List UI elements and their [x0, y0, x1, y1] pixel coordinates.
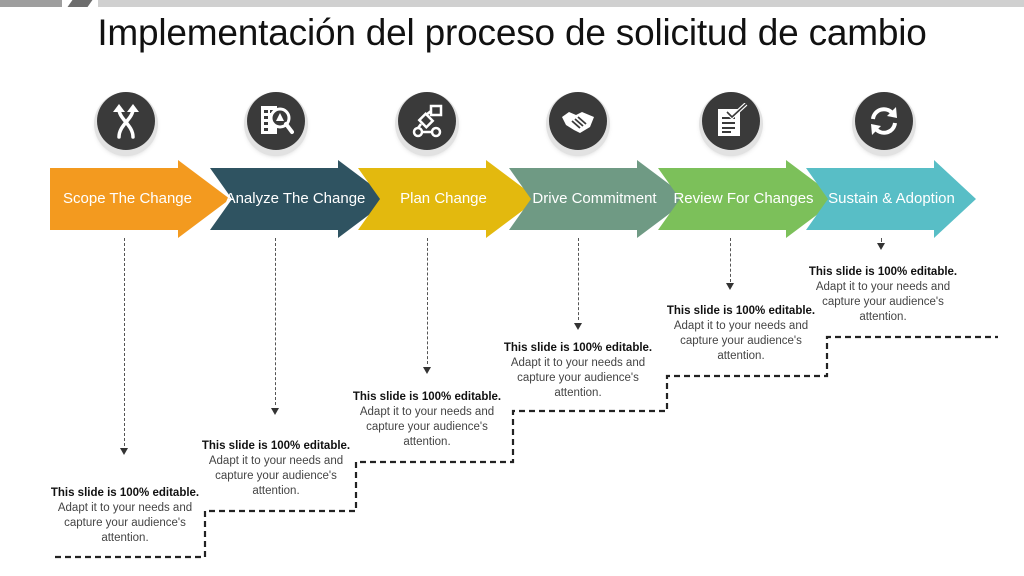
step-description: This slide is 100% editable. Adapt it to… — [666, 305, 816, 362]
step-description: This slide is 100% editable. Adapt it to… — [50, 487, 200, 544]
connector-line — [881, 238, 882, 242]
connector-line — [275, 238, 276, 405]
handshake-icon — [549, 92, 607, 150]
step-description: This slide is 100% editable. Adapt it to… — [503, 342, 653, 399]
refresh-cycle-icon — [855, 92, 913, 150]
connector-arrowhead — [574, 323, 582, 330]
step-arrow-scope: Scope The Change — [50, 160, 230, 238]
connector-arrowhead — [877, 243, 885, 250]
connector-line — [124, 238, 125, 446]
top-accent-bar — [0, 0, 1024, 7]
step-label: Scope The Change — [63, 190, 192, 207]
step-label: Plan Change — [400, 190, 487, 207]
flowchart-icon — [398, 92, 456, 150]
connector-arrowhead — [423, 367, 431, 374]
step-description: This slide is 100% editable. Adapt it to… — [352, 391, 502, 448]
step-arrow-drive: Drive Commitment — [509, 160, 689, 238]
step-description: This slide is 100% editable. Adapt it to… — [201, 440, 351, 497]
step-label: Review For Changes — [673, 190, 814, 207]
step-arrow-review: Review For Changes — [658, 160, 838, 238]
page-title: Implementación del proceso de solicitud … — [97, 12, 927, 53]
connector-line — [578, 238, 579, 320]
magnify-document-icon — [247, 92, 305, 150]
step-label: Sustain & Adoption — [828, 190, 955, 207]
step-label: Drive Commitment — [532, 190, 657, 207]
connector-line — [427, 238, 428, 364]
checklist-icon — [702, 92, 760, 150]
connector-line — [730, 238, 731, 282]
step-description: This slide is 100% editable. Adapt it to… — [808, 266, 958, 323]
connector-arrowhead — [271, 408, 279, 415]
step-label: Analyze The Change — [225, 190, 366, 207]
step-arrow-plan: Plan Change — [358, 160, 538, 238]
connector-arrowhead — [726, 283, 734, 290]
crossing-arrows-icon — [97, 92, 155, 150]
connector-arrowhead — [120, 448, 128, 455]
step-arrow-analyze: Analyze The Change — [210, 160, 390, 238]
step-arrow-sustain: Sustain & Adoption — [806, 160, 986, 238]
